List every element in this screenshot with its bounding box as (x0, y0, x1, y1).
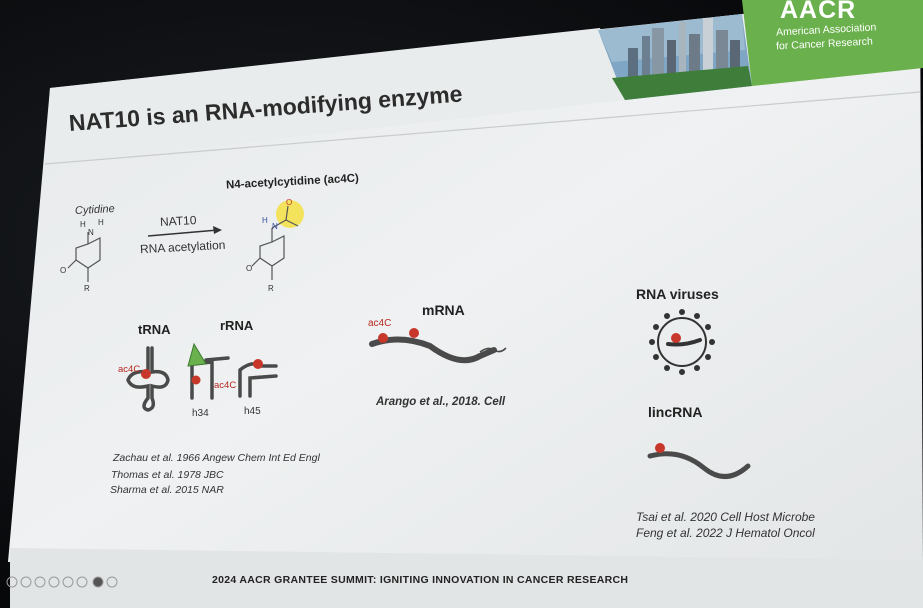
mrna-strand-icon (369, 328, 507, 364)
reaction-arrow-icon (147, 226, 222, 237)
trna-ac4c-marker (141, 369, 151, 379)
green-pointer-icon (187, 342, 207, 367)
title-underline (44, 91, 921, 165)
ref-feng: Feng et al. 2022 J Hematol Oncol (636, 526, 815, 540)
h34-label: h34 (192, 408, 209, 419)
ref-thomas: Thomas et al. 1978 JBC (111, 469, 224, 481)
lincrna-label: lincRNA (648, 404, 703, 420)
ac4c-o-atom: O (286, 198, 293, 207)
mrna-ac4c-label: ac4C (368, 318, 392, 329)
h45-ac4c-marker (253, 359, 263, 369)
cytidine-structure-icon (67, 232, 101, 282)
h45-label: h45 (244, 406, 261, 417)
ref-arango: Arango et al., 2018. Cell (376, 396, 506, 408)
lincrna-strand-icon (647, 443, 751, 479)
cytidine-h-atom: H (80, 220, 86, 229)
ac4c-o2-atom: O (246, 264, 253, 273)
ref-tsai: Tsai et al. 2020 Cell Host Microbe (636, 510, 815, 524)
footer-bar (10, 548, 923, 608)
aacr-green-banner (742, 0, 923, 86)
mrna-label: mRNA (422, 302, 465, 318)
ac4c-structure-icon (251, 200, 304, 280)
rna-virus-icon (649, 309, 715, 375)
trna-ac4c-label: ac4C (118, 364, 141, 375)
aacr-wordmark: AACR (780, 0, 857, 24)
ac4c-n-atom: N (272, 222, 278, 231)
cytidine-o-atom: O (60, 266, 67, 275)
ref-zachau: Zachau et al. 1966 Angew Chem Int Ed Eng… (113, 452, 320, 464)
slide-header-band (45, 28, 625, 165)
rrna-label: rRNA (220, 318, 254, 333)
rrna-ac4c-label: ac4C (214, 380, 237, 391)
city-skyline-image (598, 14, 752, 100)
ref-sharma: Sharma et al. 2015 NAR (110, 484, 224, 496)
trna-label: tRNA (138, 322, 171, 337)
slide-footer: 2024 AACR GRANTEE SUMMIT: IGNITING INNOV… (212, 574, 629, 586)
rna-viruses-label: RNA viruses (636, 286, 719, 302)
h34-ac4c-marker (191, 375, 201, 385)
presentation-controls (6, 576, 118, 588)
trna-cloverleaf-icon (126, 346, 170, 412)
cytidine-n-atom: N (88, 228, 94, 237)
cytidine-r-atom: R (84, 284, 90, 293)
ac4c-h-atom: H (262, 216, 268, 225)
ac4c-r-atom: R (268, 284, 274, 293)
cytidine-h2-atom: H (98, 218, 104, 227)
